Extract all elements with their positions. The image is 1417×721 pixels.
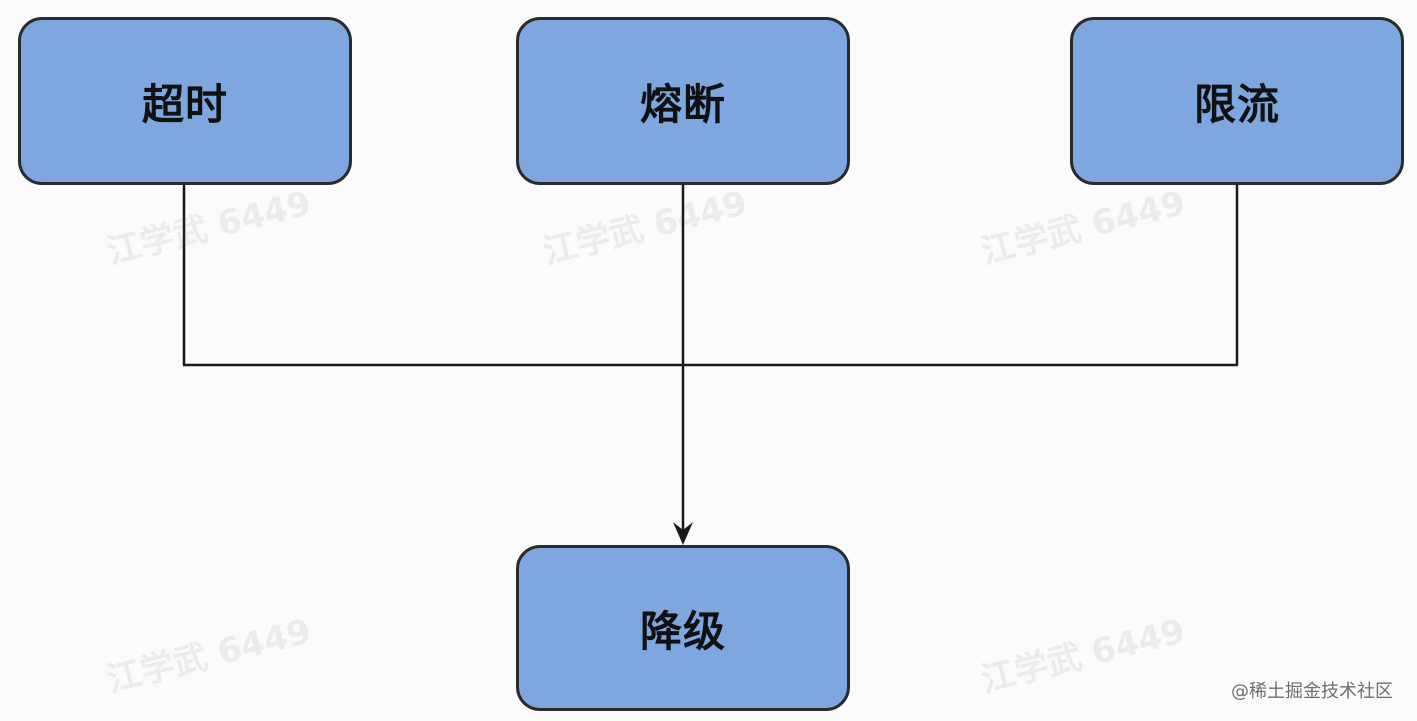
node-timeout: 超时 bbox=[18, 17, 352, 185]
node-circuit-breaker: 熔断 bbox=[516, 17, 850, 185]
node-degrade: 降级 bbox=[516, 545, 850, 711]
arrowhead-icon bbox=[673, 522, 693, 545]
node-rate-limit: 限流 bbox=[1070, 17, 1404, 185]
site-watermark: @稀土掘金技术社区 bbox=[1231, 681, 1393, 702]
